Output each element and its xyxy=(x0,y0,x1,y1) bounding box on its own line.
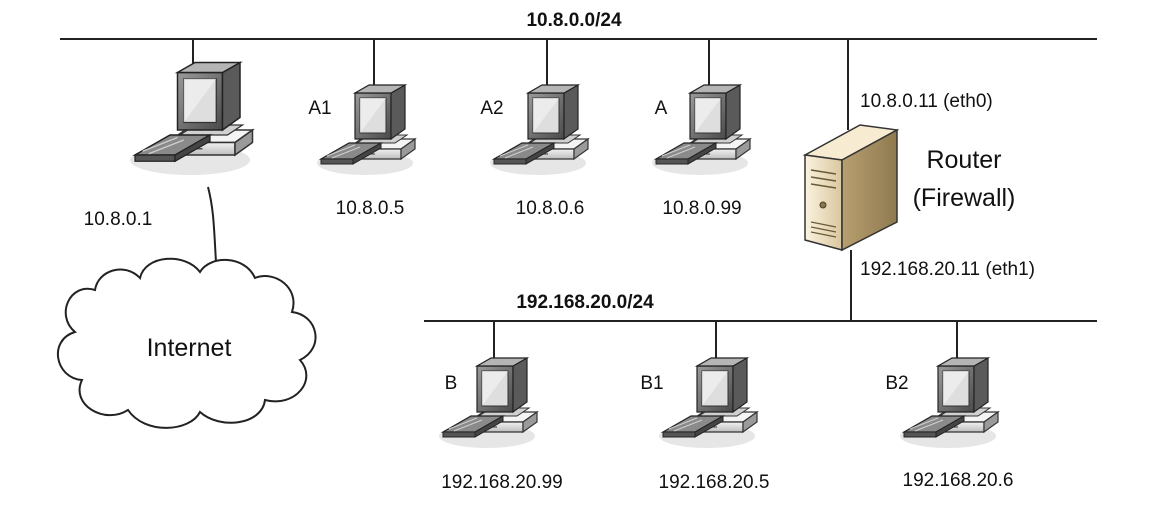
server-tower-icon xyxy=(802,124,900,252)
host-ip-a: 10.8.0.99 xyxy=(662,198,741,219)
host-ip-b: 192.168.20.99 xyxy=(441,472,563,493)
internet-label: Internet xyxy=(147,334,232,362)
host-name-a2: A2 xyxy=(480,98,503,119)
bottom-network-label: 192.168.20.0/24 xyxy=(516,292,654,313)
host-name-a1: A1 xyxy=(308,98,331,119)
top-network-label: 10.8.0.0/24 xyxy=(526,10,622,31)
gateway-ip: 10.8.0.1 xyxy=(84,209,153,230)
internet-cable xyxy=(207,186,217,263)
desktop-computer-icon xyxy=(489,84,589,176)
desktop-computer-icon xyxy=(658,357,758,449)
router-eth0-label: 10.8.0.11 (eth0) xyxy=(860,91,993,112)
host-name-b2: B2 xyxy=(885,373,908,394)
desktop-computer-icon xyxy=(438,357,538,449)
desktop-computer-icon xyxy=(129,61,254,176)
cloud-icon xyxy=(57,257,317,429)
host-ip-b2: 192.168.20.6 xyxy=(903,470,1014,491)
desktop-computer-icon xyxy=(316,84,416,176)
host-ip-b1: 192.168.20.5 xyxy=(659,472,770,493)
host-ip-a2: 10.8.0.6 xyxy=(516,198,585,219)
router-title: Router xyxy=(926,146,1001,174)
router-subtitle: (Firewall) xyxy=(913,184,1016,212)
host-name-b1: B1 xyxy=(640,373,663,394)
host-name-a: A xyxy=(655,98,668,119)
desktop-computer-icon xyxy=(899,357,999,449)
host-ip-a1: 10.8.0.5 xyxy=(336,198,405,219)
router-eth1-label: 192.168.20.11 (eth1) xyxy=(860,259,1035,280)
host-name-b: B xyxy=(445,373,458,394)
